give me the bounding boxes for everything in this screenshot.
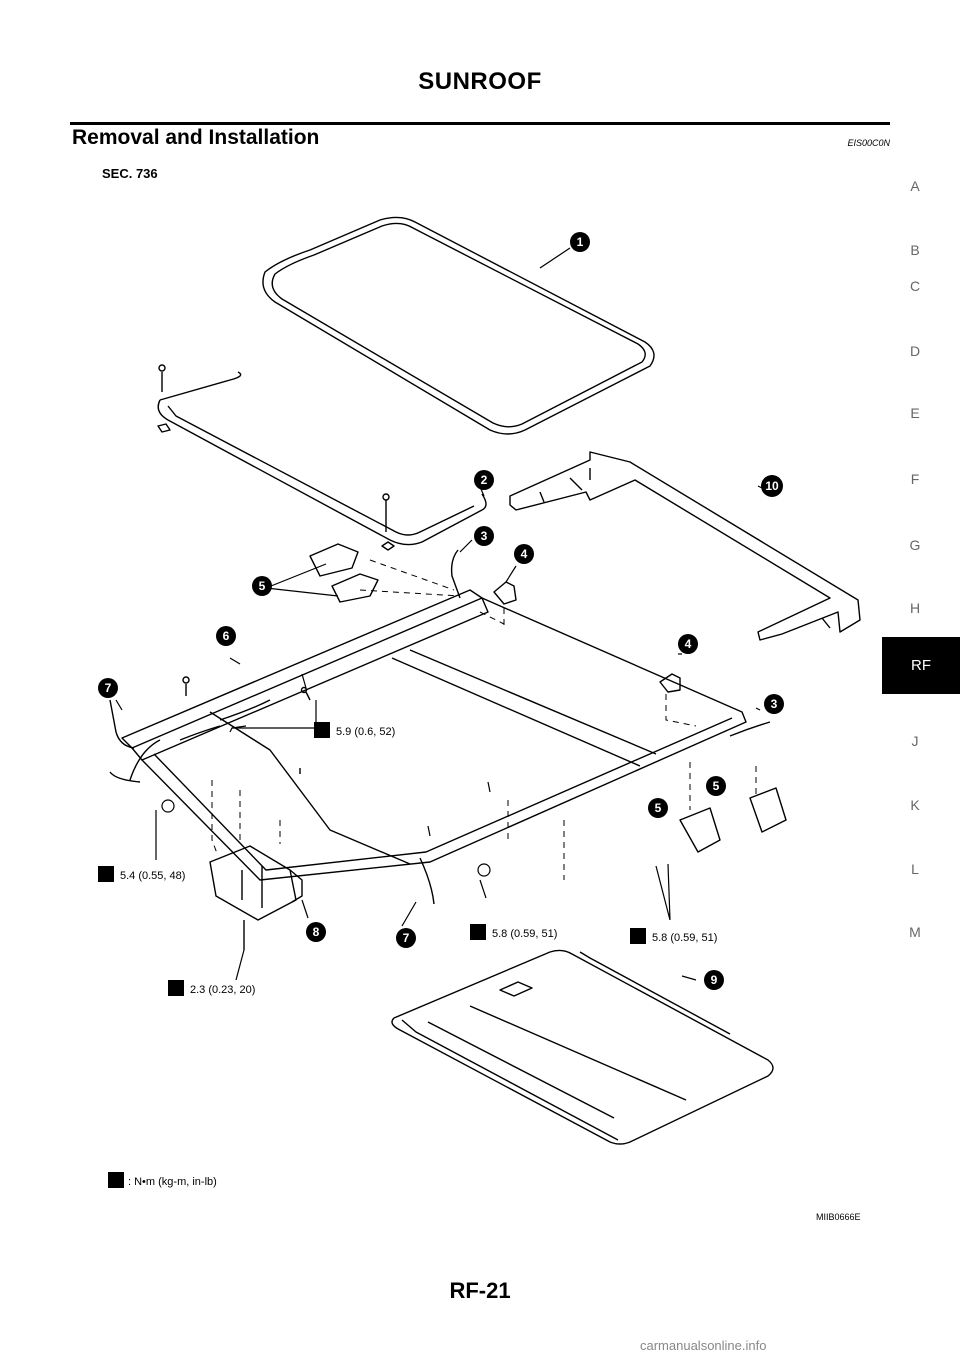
drain-hose-3-upper (450, 549, 461, 599)
torque-legend: : N•m (kg-m, in-lb) (108, 1172, 217, 1188)
callout-9: 9 (704, 970, 724, 990)
svg-text:2.3 (0.23, 20): 2.3 (0.23, 20) (190, 984, 255, 996)
torque-label-5: 2.3 (0.23, 20) (168, 980, 255, 996)
callout-6: 6 (216, 626, 236, 646)
torque-wrench-icon (108, 1172, 124, 1188)
sidebar-letter-g[interactable]: G (909, 537, 921, 553)
callout-3a: 3 (474, 526, 494, 546)
sidebar-letter-a[interactable]: A (910, 178, 920, 194)
section-code: EIS00C0N (847, 138, 890, 148)
lid-frame-part (157, 364, 487, 551)
sidebar-letter-k[interactable]: K (910, 797, 920, 813)
svg-text:5: 5 (259, 579, 266, 593)
svg-text:4: 4 (685, 637, 692, 651)
callout-5a: 5 (252, 576, 272, 596)
page-header-title: SUNROOF (418, 68, 542, 95)
torque-label-4: 5.8 (0.59, 51) (630, 928, 717, 944)
sec-label: SEC. 736 (102, 166, 158, 181)
svg-text:5: 5 (713, 779, 720, 793)
sidebar-letter-d[interactable]: D (909, 343, 921, 359)
sidebar-letter-j[interactable]: J (911, 733, 919, 749)
callout-5e: 5 (648, 798, 668, 818)
bracket-5-lower (679, 787, 787, 853)
callouts: 1 2 3 4 5 6 7 10 4 3 5 5 8 7 9 (98, 232, 784, 990)
callout-7a: 7 (98, 678, 118, 698)
image-code: MIIB0666E (816, 1212, 861, 1220)
sidebar-letter-m[interactable]: M (909, 924, 921, 940)
sidebar-letter-l[interactable]: L (911, 861, 919, 877)
torque-label-1: 5.9 (0.6, 52) (314, 722, 395, 738)
callout-7b: 7 (396, 928, 416, 948)
drain-tube-7 (109, 699, 435, 905)
svg-text:5.4 (0.55, 48): 5.4 (0.55, 48) (120, 870, 185, 882)
torque-label-2: 5.4 (0.55, 48) (98, 866, 185, 882)
svg-text:3: 3 (481, 529, 488, 543)
page-number: RF-21 (449, 1278, 511, 1303)
glass-lid-part (262, 216, 655, 435)
sidebar-letter-h[interactable]: H (909, 600, 921, 616)
drain-hose-3-lower (729, 721, 771, 737)
svg-text:5.8 (0.59, 51): 5.8 (0.59, 51) (652, 932, 717, 944)
svg-text:5.8 (0.59, 51): 5.8 (0.59, 51) (492, 928, 557, 940)
sidebar-letter-c[interactable]: C (909, 278, 921, 294)
bracket-5-upper (309, 543, 379, 603)
torque-wrench-icon (470, 924, 486, 940)
svg-text:2: 2 (481, 473, 488, 487)
sidebar-letter-f[interactable]: F (910, 471, 920, 487)
callout-4b: 4 (678, 634, 698, 654)
callout-5b: 5 (706, 776, 726, 796)
motor-part (209, 845, 303, 950)
torque-wrench-icon (98, 866, 114, 882)
svg-text:6: 6 (223, 629, 230, 643)
callout-3b: 3 (764, 694, 784, 714)
svg-text:3: 3 (771, 697, 778, 711)
torque-wrench-icon (630, 928, 646, 944)
guide-4-upper (493, 581, 517, 605)
torque-wrench-icon (314, 722, 330, 738)
sidebar-active-tab-rf[interactable]: RF (882, 637, 960, 694)
callout-10: 10 (761, 475, 783, 497)
svg-text:7: 7 (403, 931, 410, 945)
svg-text:8: 8 (313, 925, 320, 939)
svg-text:4: 4 (521, 547, 528, 561)
sunroof-exploded-diagram: 1 2 3 4 5 6 7 10 4 3 5 5 8 7 9 5.9 (0.6,… (98, 216, 861, 1220)
svg-text:7: 7 (105, 681, 112, 695)
section-title: Removal and Installation (72, 126, 320, 149)
callout-4a: 4 (514, 544, 534, 564)
sunshade-part (391, 949, 774, 1145)
torque-label-3: 5.8 (0.59, 51) (470, 924, 557, 940)
watermark: carmanualsonline.info (640, 1338, 767, 1353)
svg-text:9: 9 (711, 973, 718, 987)
callout-2: 2 (474, 470, 494, 490)
svg-text:5.9 (0.6, 52): 5.9 (0.6, 52) (336, 726, 395, 738)
callout-1: 1 (570, 232, 590, 252)
sidebar-letter-e[interactable]: E (910, 405, 920, 421)
sidebar-letter-b[interactable]: B (910, 242, 920, 258)
svg-text:5: 5 (655, 801, 662, 815)
sunroof-frame-part (109, 589, 747, 881)
guide-4-lower (659, 673, 681, 693)
callout-8: 8 (306, 922, 326, 942)
torque-wrench-icon (168, 980, 184, 996)
svg-text:10: 10 (765, 479, 779, 493)
svg-text:: N•m (kg-m, in-lb): : N•m (kg-m, in-lb) (128, 1176, 217, 1188)
torque-labels: 5.9 (0.6, 52) 5.4 (0.55, 48) 5.8 (0.59, … (98, 722, 717, 1188)
svg-text:1: 1 (577, 235, 584, 249)
header-rule (70, 122, 890, 125)
deflector-part (509, 451, 861, 641)
